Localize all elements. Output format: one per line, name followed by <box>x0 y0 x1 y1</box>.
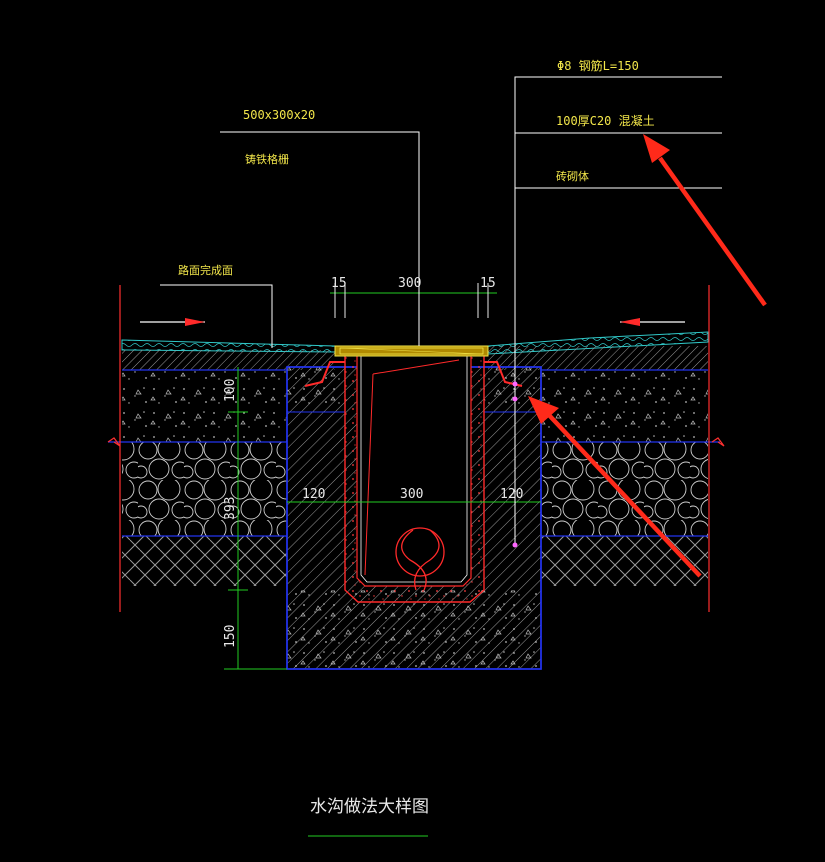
concrete-bed <box>287 590 541 669</box>
dimension-lines <box>224 283 541 670</box>
dim-top-right: 15 <box>480 276 496 291</box>
anchor-hook-left <box>304 361 345 387</box>
dim-mid-right: 120 <box>500 487 523 502</box>
leader-points <box>512 381 518 548</box>
base-course-left <box>122 350 335 370</box>
leader-lines <box>160 76 722 545</box>
flow-symbol-icon <box>395 527 445 591</box>
dim-vert-150: 150 <box>223 625 238 648</box>
label-grate-name: 铸铁格栅 <box>245 152 289 166</box>
drawing-title: 水沟做法大样图 <box>310 797 429 817</box>
callout-arrow-lower <box>528 396 702 578</box>
dim-top-mid: 300 <box>398 276 421 291</box>
cobble-layer-right <box>541 442 708 536</box>
base-course-right <box>488 346 708 370</box>
ground-layers-left <box>108 339 336 586</box>
dim-top-left: 15 <box>331 276 347 291</box>
trench-structure <box>286 351 542 670</box>
dim-vert-393: 393 <box>223 497 238 520</box>
channel-cavity <box>356 351 472 587</box>
dim-mid-left: 120 <box>302 487 325 502</box>
callout-arrow-upper <box>643 134 767 307</box>
cobble-layer-left <box>122 442 287 536</box>
label-rebar: Φ8 钢筋L=150 <box>557 58 639 73</box>
dim-vert-100: 100 <box>223 379 238 402</box>
concrete-haunch-right <box>483 366 542 413</box>
gravel-concrete-layer-left <box>122 370 287 442</box>
ground-layers-right <box>487 331 720 586</box>
soil-layer-left <box>122 536 287 586</box>
label-road-surface: 路面完成面 <box>178 263 233 277</box>
break-lines <box>107 285 725 612</box>
label-concrete: 100厚C20 混凝土 <box>556 113 655 128</box>
label-grate-size: 500x300x20 <box>243 108 315 122</box>
dim-mid-mid: 300 <box>400 487 423 502</box>
cast-iron-grate <box>334 345 489 357</box>
concrete-haunch-left <box>286 366 346 413</box>
soil-layer-right <box>541 536 708 586</box>
surface-flow-arrows <box>140 318 685 326</box>
gravel-concrete-layer-right <box>541 370 708 442</box>
label-masonry: 砖砌体 <box>556 169 589 183</box>
